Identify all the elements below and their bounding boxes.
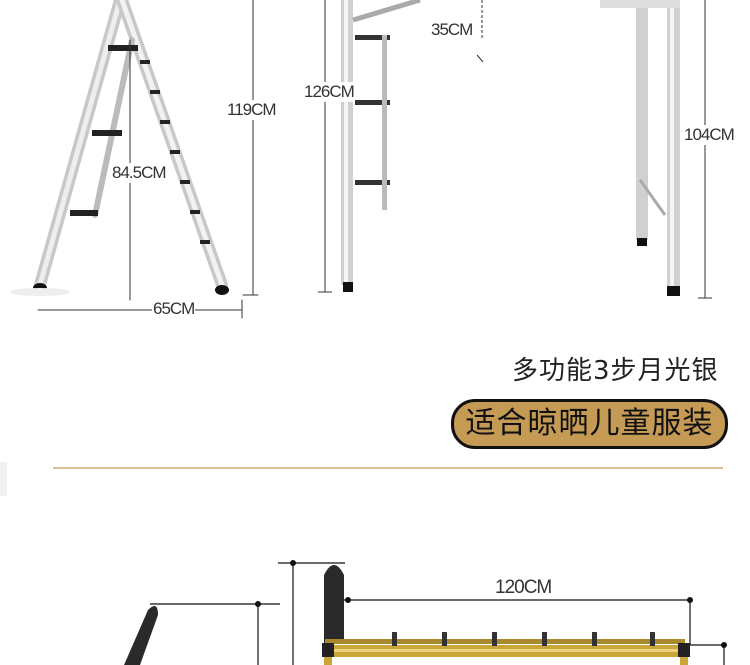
- step-height-label: 84.5CM: [111, 163, 167, 183]
- drying-rack-drawing: [318, 0, 712, 299]
- ladder-width-label: 65CM: [152, 299, 195, 319]
- step-ladder-drawing: [10, 0, 259, 319]
- edge-fragment: [0, 462, 7, 496]
- section-divider: [53, 467, 723, 469]
- usage-badge: 适合晾晒儿童服装: [451, 399, 728, 449]
- rack-length-label: 120CM: [494, 577, 552, 599]
- ladder-height-label: 119CM: [226, 100, 277, 120]
- rack-leg-height-label: 104CM: [683, 125, 735, 145]
- rack-depth-label: 35CM: [430, 20, 473, 40]
- rack-height-label: 126CM: [303, 82, 355, 102]
- product-subtitle: 多功能3步月光银: [512, 356, 719, 386]
- gold-rack-drawing: [124, 560, 727, 665]
